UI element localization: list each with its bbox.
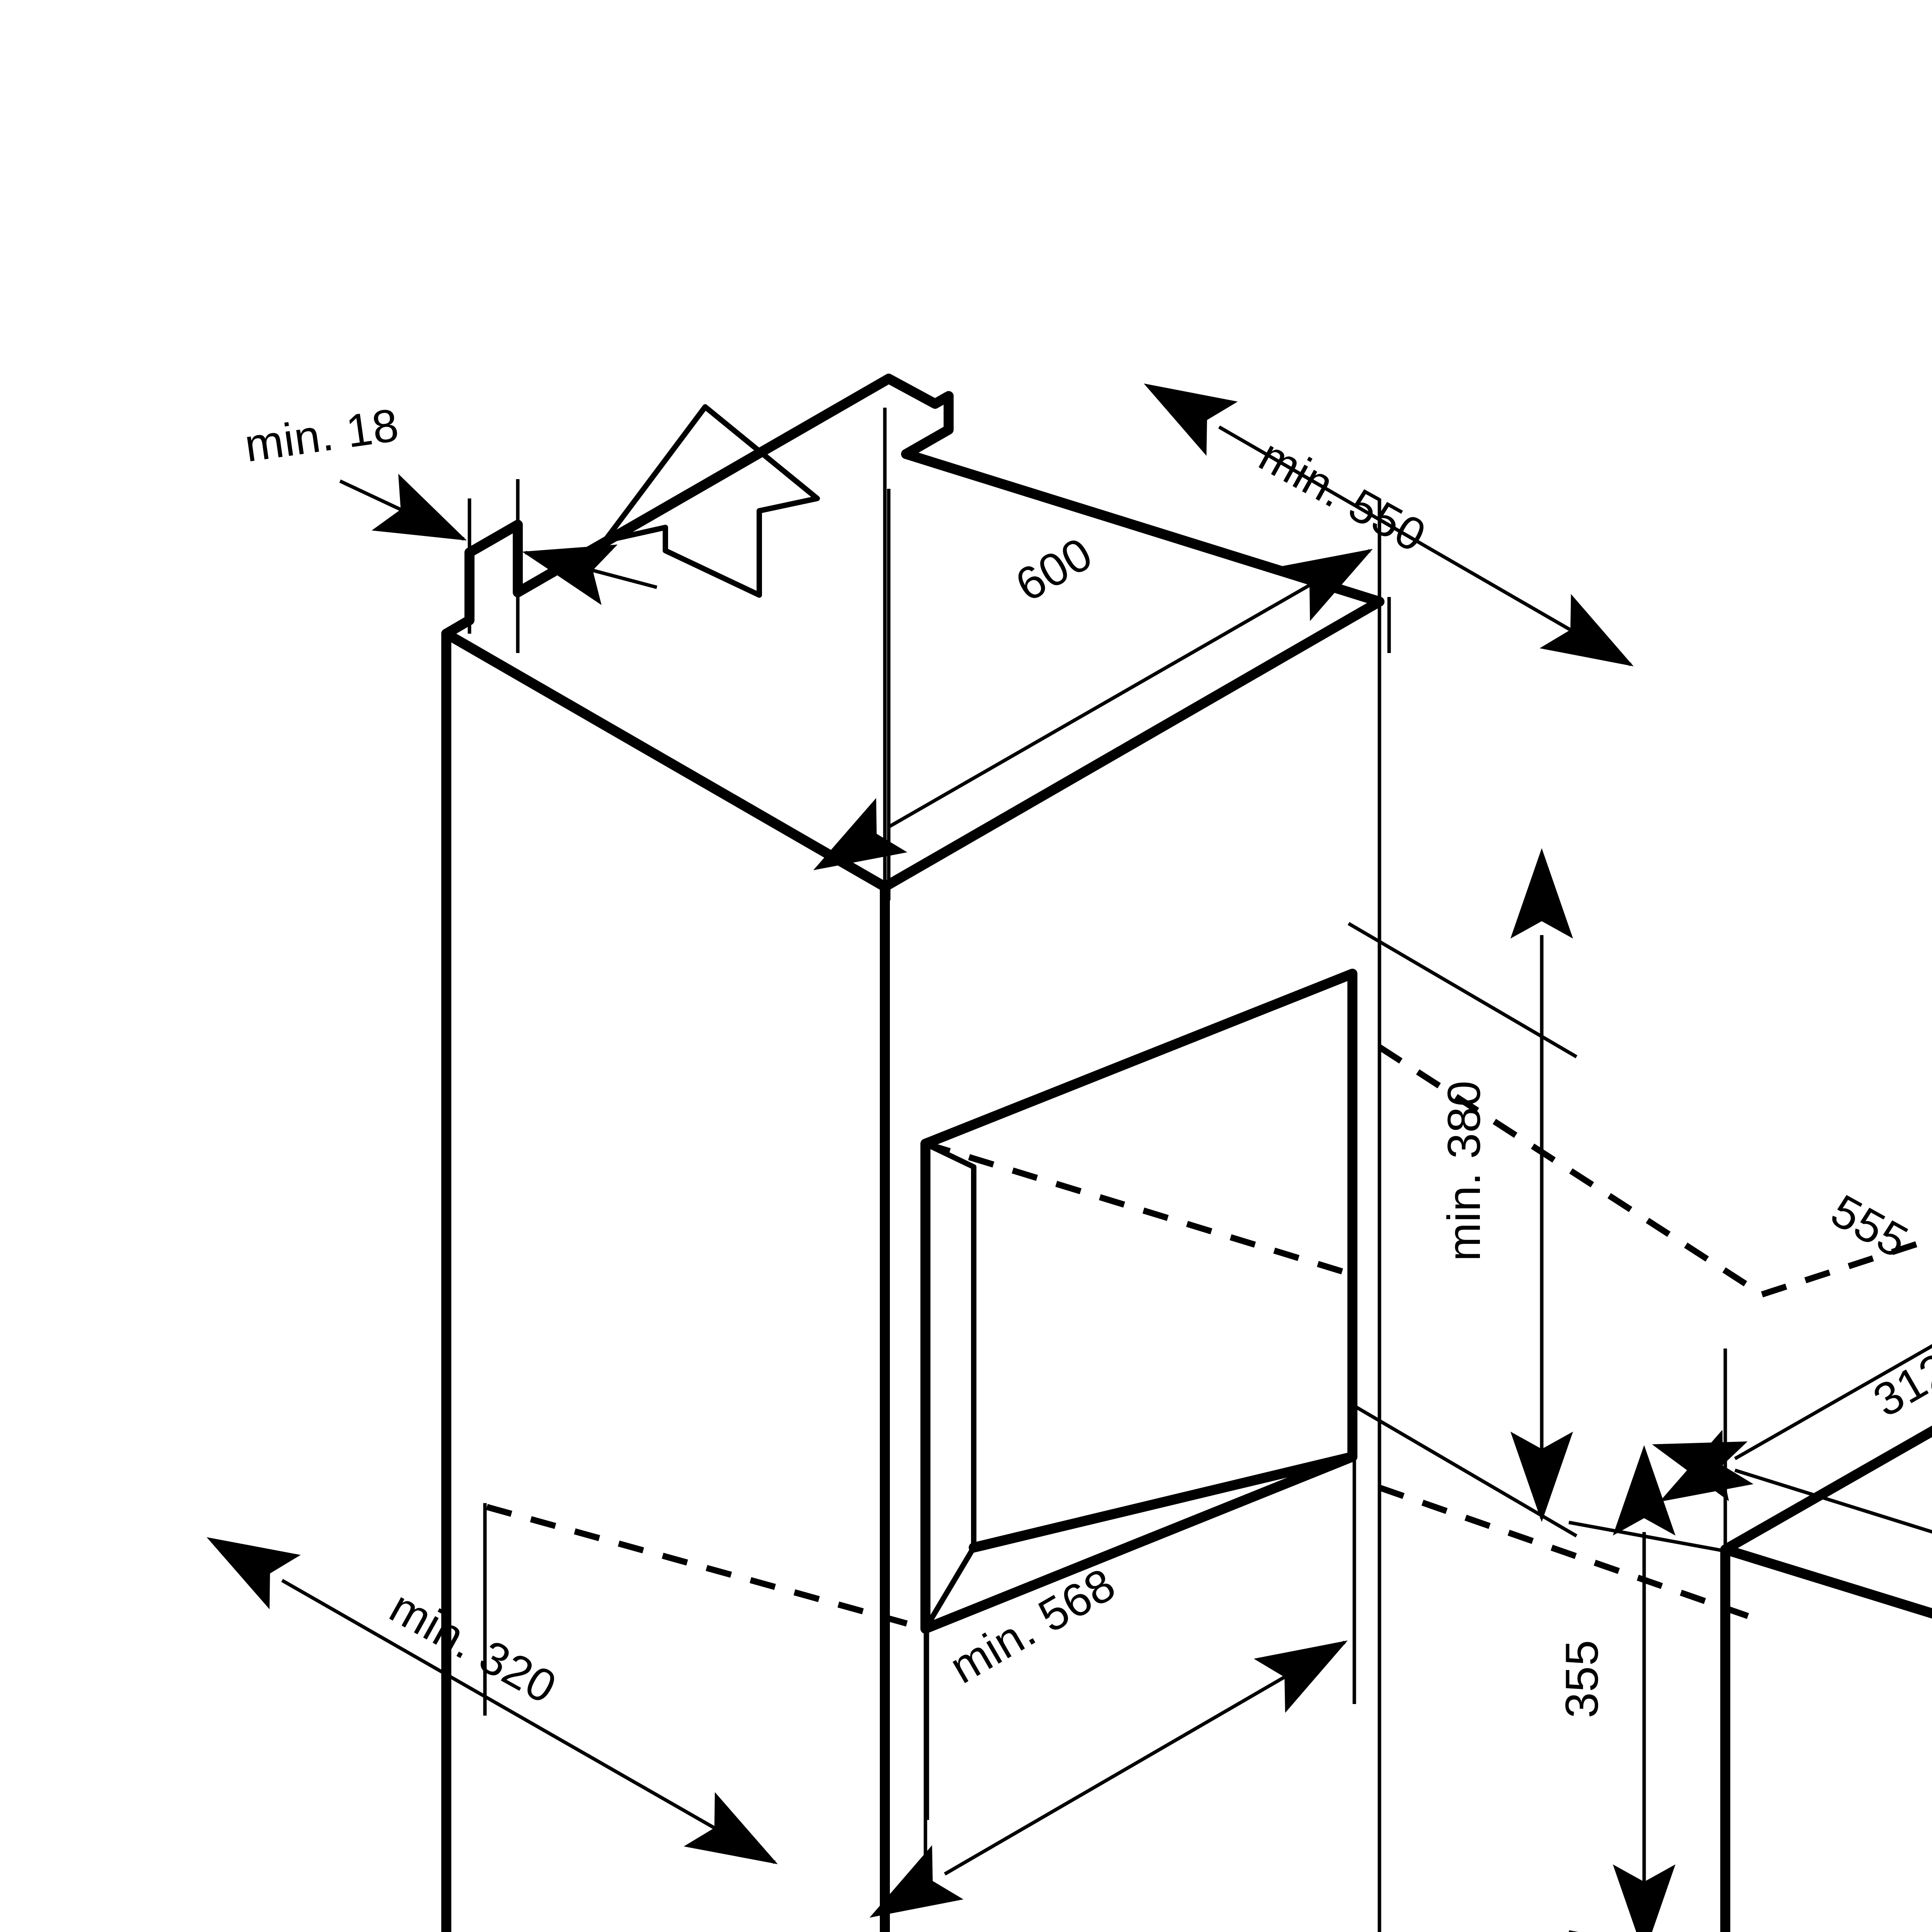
label-min-380: min. 380	[1438, 1080, 1490, 1261]
oven-appliance	[1720, 1425, 1932, 1932]
niche-bottom-jamb	[923, 1545, 976, 1631]
label-355: 355	[1556, 1639, 1608, 1718]
dimension-min-380	[1347, 848, 1578, 1537]
dimline-550	[1144, 383, 1634, 667]
niche-hidden-top-diagonal	[924, 1141, 1355, 1278]
dimline-312	[1652, 1441, 1932, 1610]
niche-hidden-floor-left	[486, 1504, 927, 1632]
dimension-min-550	[883, 383, 1634, 889]
dimline-568	[869, 1640, 1348, 1918]
dimline-min18-right	[522, 544, 658, 605]
dimension-355	[1568, 1445, 1728, 1932]
dimline-min18-left	[339, 474, 467, 541]
cabinet-niche-opening	[486, 969, 1357, 1634]
cabinet-left-face	[441, 629, 890, 1932]
dimline-320	[206, 1537, 778, 1864]
dimension-min-568	[869, 1437, 1356, 1918]
ventilation-up-arrow-icon	[602, 404, 820, 598]
dimension-min-18	[339, 474, 658, 653]
niche-hidden-floor-front	[924, 1454, 1355, 1632]
dimension-312	[1652, 1349, 1932, 1610]
dimline-555	[1659, 1211, 1932, 1502]
niche-inner-bottom	[969, 1452, 1357, 1553]
oven-left-face	[1720, 1544, 1730, 1932]
